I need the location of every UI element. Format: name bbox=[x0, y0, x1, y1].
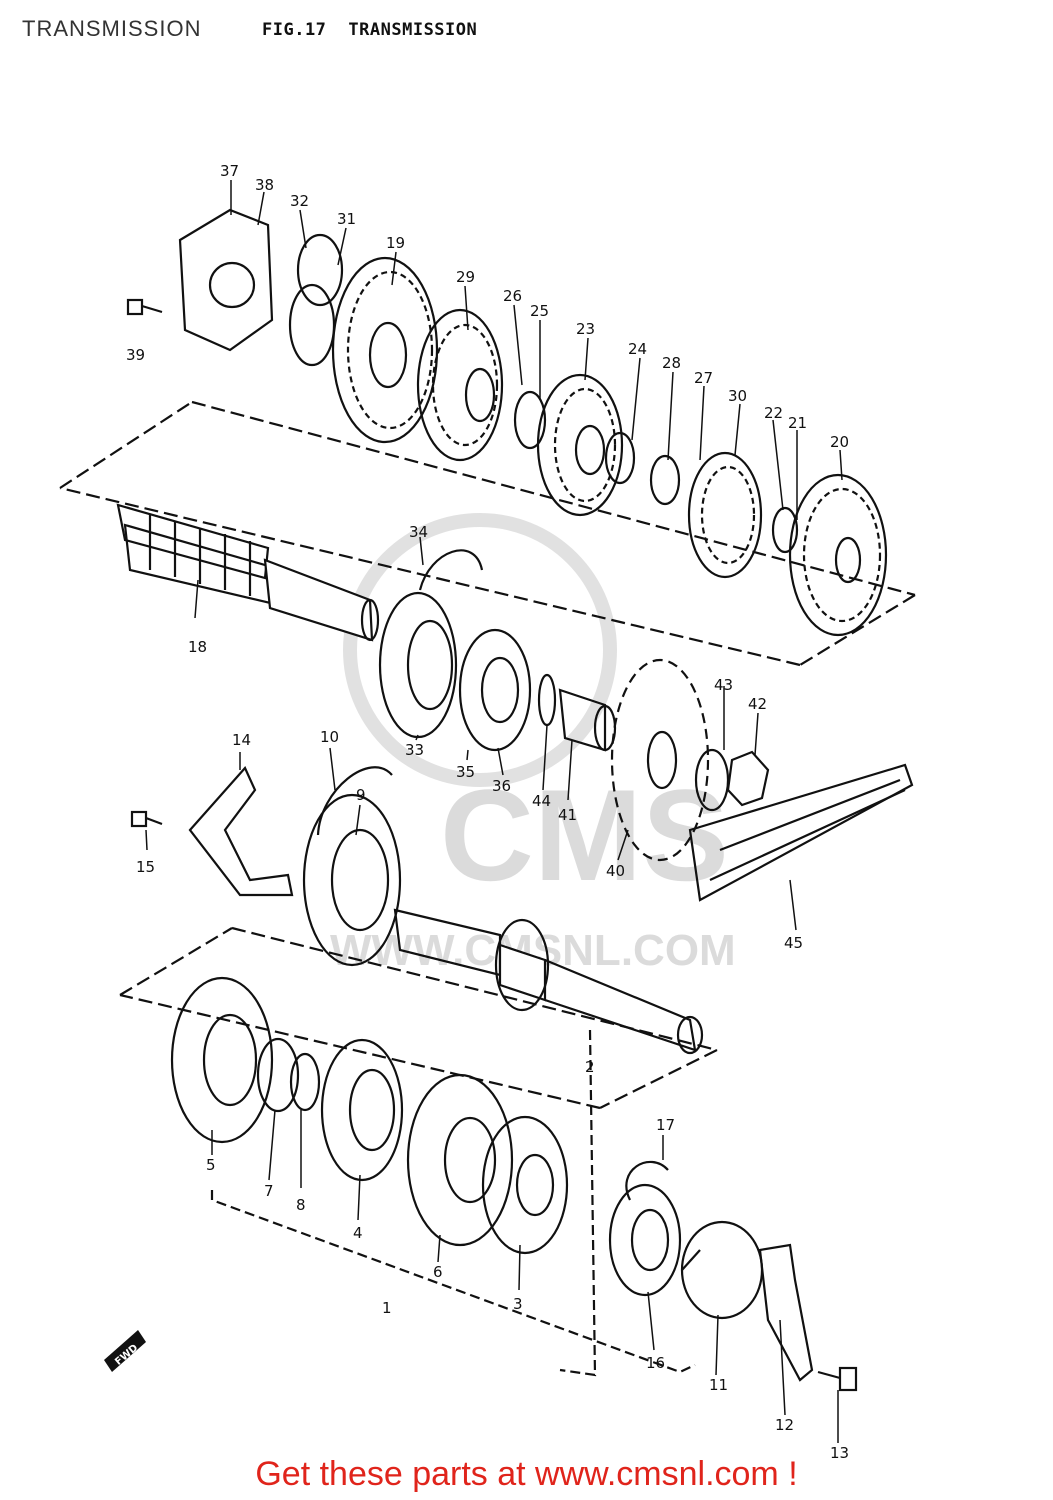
driveshaft-frame bbox=[119, 926, 718, 1110]
small-rings bbox=[288, 233, 799, 554]
gear-4 bbox=[320, 1038, 404, 1182]
callout-45: 45 bbox=[784, 934, 803, 952]
o-ring-44 bbox=[537, 673, 557, 727]
callout-20: 20 bbox=[830, 433, 849, 451]
callout-4: 4 bbox=[353, 1224, 363, 1242]
callout-5: 5 bbox=[206, 1156, 216, 1174]
callout-15: 15 bbox=[136, 858, 155, 876]
figure-name: TRANSMISSION bbox=[348, 20, 478, 40]
spacer-41 bbox=[558, 688, 617, 752]
callout-29: 29 bbox=[456, 268, 475, 286]
forward-arrow-icon: FWD bbox=[104, 1330, 146, 1372]
callout-40: 40 bbox=[606, 862, 625, 880]
callout-6: 6 bbox=[433, 1263, 443, 1281]
gear-6 bbox=[406, 1073, 514, 1247]
callout-18: 18 bbox=[188, 638, 207, 656]
callout-34: 34 bbox=[409, 523, 428, 541]
callout-36: 36 bbox=[492, 777, 511, 795]
callout-22: 22 bbox=[764, 404, 783, 422]
bearing-cover-37 bbox=[178, 208, 274, 352]
callout-27: 27 bbox=[694, 369, 713, 387]
callout-8: 8 bbox=[296, 1196, 306, 1214]
callout-44: 44 bbox=[532, 792, 551, 810]
callout-28: 28 bbox=[662, 354, 681, 372]
callout-39: 39 bbox=[126, 346, 145, 364]
callout-41: 41 bbox=[558, 806, 577, 824]
gear-19 bbox=[331, 256, 439, 444]
callout-11: 11 bbox=[709, 1376, 728, 1394]
gear-30 bbox=[687, 451, 763, 579]
assembly-2-leader bbox=[559, 1029, 597, 1377]
callout-7: 7 bbox=[264, 1182, 274, 1200]
callout-13: 13 bbox=[830, 1444, 849, 1462]
callout-32: 32 bbox=[290, 192, 309, 210]
callout-21: 21 bbox=[788, 414, 807, 432]
callout-12: 12 bbox=[775, 1416, 794, 1434]
bearing-33 bbox=[378, 591, 458, 739]
figure-title: FIG.17 TRANSMISSION bbox=[262, 20, 499, 40]
plate-12 bbox=[758, 1243, 814, 1382]
washer-43 bbox=[694, 748, 730, 812]
callout-17: 17 bbox=[656, 1116, 675, 1134]
circlip-10 bbox=[316, 766, 393, 836]
get-parts-link[interactable]: Get these parts at www.cmsnl.com ! bbox=[255, 1455, 798, 1493]
driveshaft bbox=[393, 908, 704, 1055]
callout-43: 43 bbox=[714, 676, 733, 694]
section-label: TRANSMISSION bbox=[22, 16, 202, 41]
bearing-9 bbox=[302, 793, 402, 967]
callout-16: 16 bbox=[646, 1354, 665, 1372]
gear-23 bbox=[536, 373, 624, 517]
circlip-34 bbox=[418, 549, 484, 591]
figure-number: FIG.17 bbox=[262, 20, 327, 40]
callout-10: 10 bbox=[320, 728, 339, 746]
cap-11 bbox=[680, 1220, 764, 1320]
callout-24: 24 bbox=[628, 340, 647, 358]
screw-15 bbox=[130, 810, 163, 828]
watermark-brand: CMS bbox=[440, 762, 729, 908]
callout-30: 30 bbox=[728, 387, 747, 405]
callout-38: 38 bbox=[255, 176, 274, 194]
callout-25: 25 bbox=[530, 302, 549, 320]
callout-23: 23 bbox=[576, 320, 595, 338]
callout-9: 9 bbox=[356, 786, 366, 804]
screw-39 bbox=[126, 298, 163, 316]
nut-42 bbox=[726, 750, 770, 807]
chain-45 bbox=[688, 763, 914, 902]
callout-37: 37 bbox=[220, 162, 239, 180]
bearing-16 bbox=[608, 1183, 682, 1297]
callout-31: 31 bbox=[337, 210, 356, 228]
callout-42: 42 bbox=[748, 695, 767, 713]
washer-7 bbox=[256, 1037, 300, 1113]
gear-3 bbox=[481, 1115, 569, 1255]
gear-5 bbox=[170, 976, 274, 1144]
circlip-17 bbox=[625, 1160, 669, 1201]
countershaft bbox=[116, 503, 380, 642]
leader-lines bbox=[145, 180, 843, 1443]
assembly-1-bracket bbox=[210, 1190, 696, 1374]
callout-1: 1 bbox=[382, 1299, 392, 1317]
callout-14: 14 bbox=[232, 731, 251, 749]
callout-26: 26 bbox=[503, 287, 522, 305]
callout-3: 3 bbox=[513, 1295, 523, 1313]
callouts: 37 38 32 31 19 29 26 25 23 24 28 27 30 2… bbox=[126, 162, 849, 1462]
washer-35 bbox=[458, 628, 532, 752]
callout-35: 35 bbox=[456, 763, 475, 781]
gear-29 bbox=[416, 308, 504, 462]
bracket-14 bbox=[188, 766, 294, 897]
bolt-13 bbox=[817, 1366, 858, 1392]
callout-2: 2 bbox=[585, 1058, 595, 1076]
sprocket-40 bbox=[610, 658, 710, 862]
callout-33: 33 bbox=[405, 741, 424, 759]
callout-19: 19 bbox=[386, 234, 405, 252]
circlip-8 bbox=[289, 1052, 321, 1112]
gear-20 bbox=[788, 473, 888, 637]
